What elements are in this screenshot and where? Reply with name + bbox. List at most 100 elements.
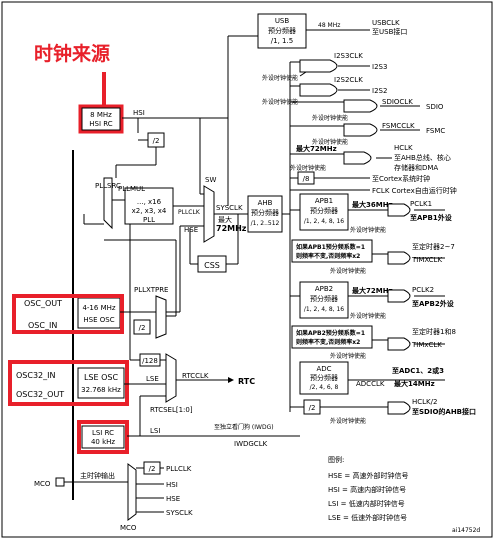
mco-hse: HSE: [166, 495, 180, 503]
i2s3clk-label: I2S3CLK: [334, 52, 363, 60]
rtcclk-label: RTCCLK: [182, 372, 209, 380]
sdio-en: 外设时钟使能: [312, 114, 348, 122]
i2s3-gate: [299, 59, 338, 73]
pclk1-to: 至APB1外设: [410, 213, 453, 222]
sdioclk-label: SDIOCLK: [382, 98, 413, 106]
lsi-rc-line1: LSI RC: [92, 429, 114, 437]
apb1-line3: /1, 2, 4, 8, 16: [304, 218, 344, 225]
osc32-in-label: OSC32_IN: [16, 371, 56, 380]
osc32-out-label: OSC32_OUT: [16, 390, 64, 399]
hclk2-gate: [387, 401, 411, 415]
hsi-rc-line2: HSI RC: [89, 120, 113, 128]
sdio-ahb-en: 外设时钟使能: [330, 417, 366, 425]
lsi-highlight: [77, 420, 129, 454]
iwdg-to: 至独立看门狗 (IWDG): [214, 423, 274, 431]
legend-item-lsi: LSI = 低速内部时钟信号: [328, 499, 405, 508]
timxclk2-label: TIMxCLK: [411, 341, 442, 349]
sw-label: SW: [205, 176, 216, 184]
mco-out-label: 主时钟输出: [80, 471, 115, 480]
pclk1-gate: [387, 203, 411, 217]
hclk-to2: 存储器和DMA: [394, 163, 438, 172]
ahb-line3: /1, 2..512: [251, 220, 280, 227]
i2s2-en: 外设时钟使能: [262, 98, 298, 106]
tim27-to: 至定时器2~7: [412, 242, 455, 251]
pllsrc-mux: [103, 177, 113, 230]
fsmcclk-label: FSMCCLK: [382, 122, 415, 130]
ahb-line2: 预分频器: [251, 208, 279, 217]
div2-hse: [133, 319, 151, 335]
hclk2-label: HCLK/2: [412, 398, 437, 406]
hse-osc-line1: 4-16 MHz: [82, 304, 115, 312]
i2s3-label: I2S3: [372, 63, 387, 71]
pclk2-to: 至APB2外设: [412, 299, 455, 308]
usb-prescaler: [257, 13, 307, 49]
pllxtpre-label: PLLXTPRE: [134, 286, 168, 294]
tim18-gate: [387, 337, 411, 351]
css-text: CSS: [204, 261, 220, 270]
apb2-prescaler: [299, 281, 349, 319]
mco-mux: [127, 463, 137, 521]
iwdgclk-label: IWDGCLK: [234, 440, 268, 448]
lsi-rc-block: [81, 425, 125, 449]
i2s2-gate: [299, 83, 338, 97]
rtc-label: RTC: [238, 377, 255, 386]
pllxtpre-mux: [155, 295, 167, 339]
adc-to: 至ADC1、2或3: [392, 366, 444, 375]
apb1-prescaler: [299, 193, 349, 231]
usb-line2: 预分频器: [268, 26, 296, 35]
pclk2-gate: [387, 289, 411, 303]
max72-label: 最大: [218, 215, 232, 224]
lse-osc-line1: LSE OSC: [84, 373, 119, 382]
hse-highlight: [12, 294, 124, 334]
sysclk-label: SYSCLK: [216, 204, 243, 212]
pllmul-label: PLLMUL: [118, 185, 145, 193]
i2s2clk-label: I2S2CLK: [334, 76, 363, 84]
sdio-label: SDIO: [426, 103, 444, 111]
apb1-line1: APB1: [315, 197, 333, 205]
hclk-to: 至AHB总线、核心: [394, 153, 451, 162]
lse-label: LSE: [146, 375, 159, 383]
apb2-line2: 预分频器: [310, 294, 338, 303]
title: 时钟来源: [34, 42, 110, 65]
lsi-label: LSI: [150, 427, 160, 435]
pll-line2: ..., x16: [137, 198, 162, 206]
legend-item-hse: HSE = 高速外部时钟信号: [328, 471, 408, 480]
tim18-note: [291, 325, 373, 349]
adc-prescaler: [299, 361, 349, 395]
adc-line2: 预分频器: [310, 373, 338, 382]
adc-max: 最大14MHz: [394, 379, 435, 388]
figure-id: ai14752d: [452, 527, 480, 534]
rtcsel-label: RTCSEL[1:0]: [150, 406, 193, 414]
apb2-en: 外设时钟使能: [350, 312, 386, 320]
i2s3-en: 外设时钟使能: [262, 74, 298, 82]
div128-text: /128: [142, 357, 158, 365]
adcclk-label: ADCCLK: [356, 380, 385, 388]
apb1-max: 最大36MHz: [352, 200, 393, 209]
sdio-gate: [343, 99, 378, 113]
rtcsel-mux: [165, 353, 177, 403]
hclk-gate: [343, 151, 372, 165]
legend-item-lse: LSE = 低速外部时钟信号: [328, 513, 407, 522]
div2-mco-text: /2: [149, 465, 156, 473]
fsmc-en: 外设时钟使能: [312, 138, 348, 146]
tim18-to: 至定时器1和8: [412, 327, 456, 336]
apb2-line1: APB2: [315, 285, 333, 293]
legend-title: 图例:: [328, 455, 344, 464]
tim18-note2: 则频率不变,否则频率x2: [296, 338, 360, 346]
mco-sysclk: SYSCLK: [166, 509, 193, 517]
pclk1-label: PCLK1: [410, 200, 432, 208]
tim27-note: [291, 239, 373, 263]
div2-sdio-text: /2: [309, 404, 316, 412]
tim27-note1: 如果APB1预分频系数=1: [296, 243, 365, 251]
osc-out-label: OSC_OUT: [24, 299, 62, 308]
fsmc-gate: [343, 123, 378, 137]
pllclk-label: PLLCLK: [178, 209, 201, 216]
ahb-line1: AHB: [258, 199, 273, 207]
tim27-en: 外设时钟使能: [330, 267, 366, 275]
usb-line3: /1, 1.5: [271, 37, 293, 45]
hse-osc-line2: HSE OSC: [83, 316, 114, 324]
lse-osc-block: [77, 367, 125, 399]
pllsrc-label: PLLSRC: [95, 182, 121, 190]
osc-in-label: OSC_IN: [28, 321, 57, 330]
